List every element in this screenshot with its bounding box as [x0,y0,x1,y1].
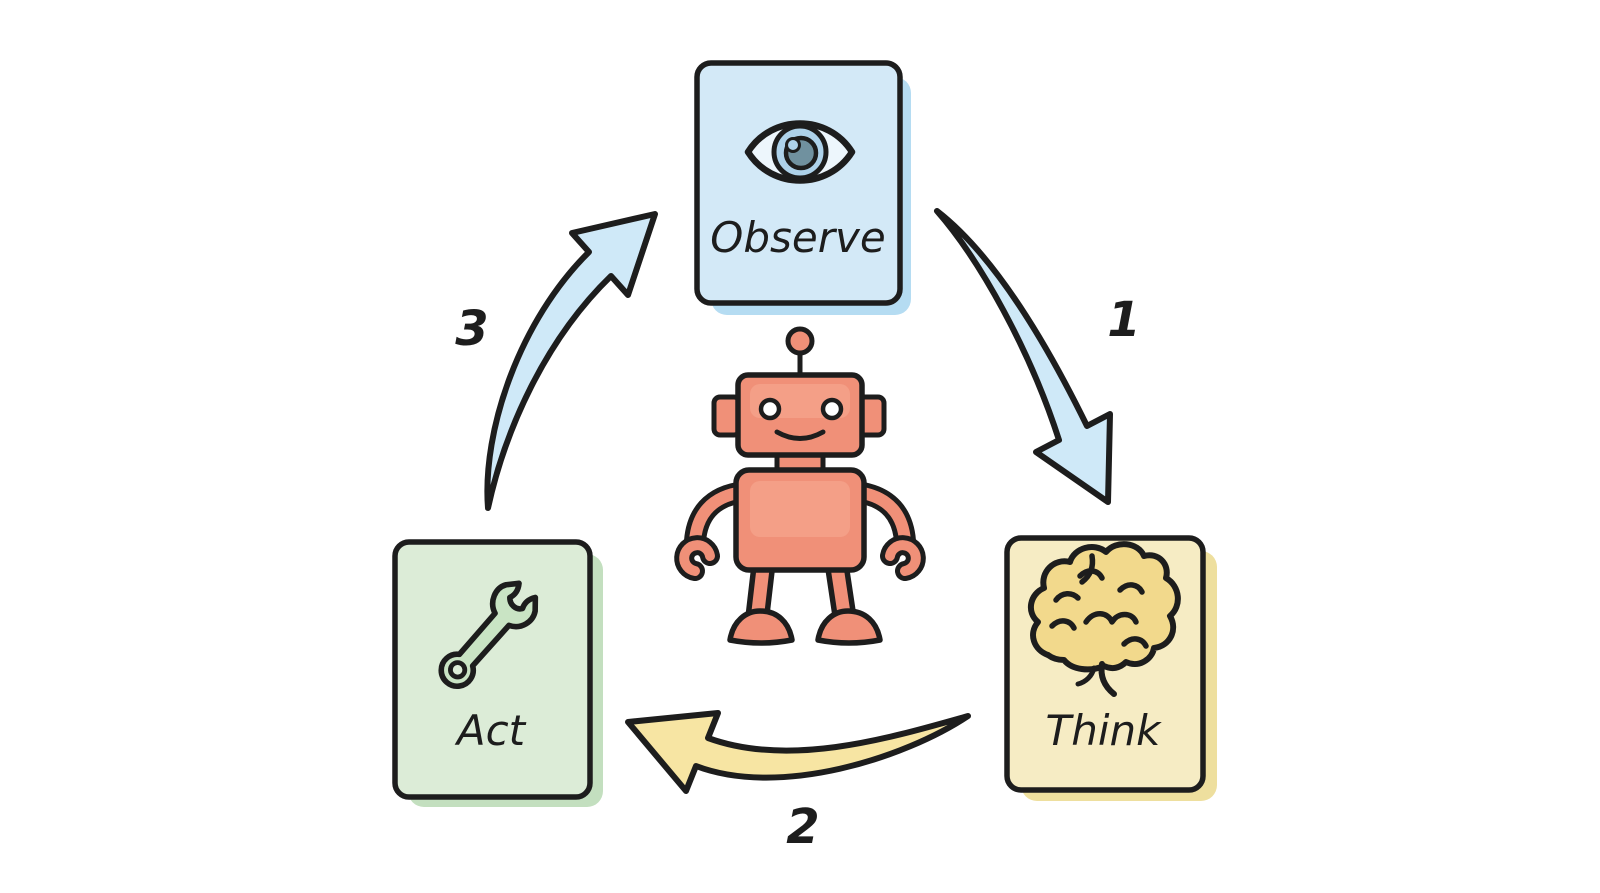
brain-stem-flick [1075,665,1097,687]
arrow-observe-to-think: 1 [934,208,1141,505]
think-card: Think [1004,535,1217,801]
think-label: Think [1046,706,1163,755]
eye-icon [744,120,856,184]
brain-stem [1098,661,1117,697]
observe-label: Observe [710,213,885,262]
arrow-1-shape [934,208,1113,505]
brain-folds [1049,553,1149,649]
arrow-3-label: 3 [455,301,488,357]
robot-hand-left [674,535,720,581]
eye-highlight [785,137,801,153]
robot-hand-right [880,535,926,581]
arrow-think-to-act: 2 [625,710,971,855]
brain-outline [1027,541,1181,673]
act-label: Act [454,706,527,755]
wrench-body [438,580,539,690]
wrench-icon [438,580,539,690]
act-card: Act [392,539,603,807]
robot-eye-left [758,397,782,421]
robot-foot-right [815,608,883,646]
robot-foot-left [727,608,795,646]
robot-body-highlight [750,481,850,537]
arrow-act-to-observe: 3 [455,211,658,511]
arrow-2-label: 2 [786,799,819,855]
arrow-2-shape [625,710,971,794]
observe-card: Observe [694,60,911,315]
arrow-1-label: 1 [1107,292,1140,348]
robot-mouth [774,429,826,441]
wrench-hole [448,660,468,680]
arrow-3-shape [484,211,658,511]
brain-icon [1027,541,1181,697]
robot-illustration [674,326,926,646]
act-card-face [392,539,593,800]
robot-eye-right [820,397,844,421]
robot-antenna-ball [785,326,815,356]
